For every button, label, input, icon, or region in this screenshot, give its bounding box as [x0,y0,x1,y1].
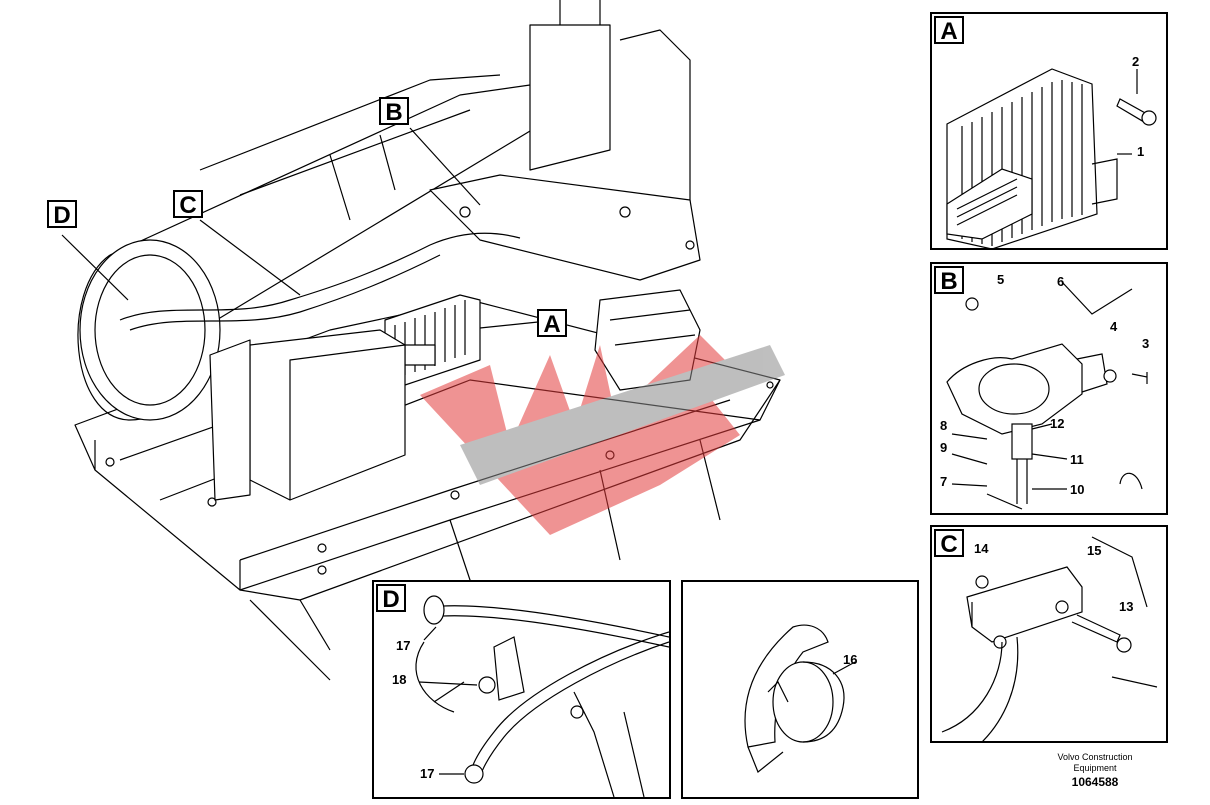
detail-c-letter: C [934,529,964,558]
callout-17-top: 17 [396,638,411,653]
callout-2: 2 [1132,54,1140,69]
detail-b-letter: B [934,266,964,295]
main-label-d: D [47,200,77,229]
detail-d-drawing [415,595,669,797]
detail-panel-c: C 14 15 13 [930,525,1168,743]
callout-4: 4 [1110,319,1118,334]
callout-6: 6 [1057,274,1065,289]
callout-3: 3 [1142,336,1150,351]
callout-1: 1 [1137,144,1145,159]
callout-12: 12 [1050,416,1065,431]
callout-9: 9 [940,440,948,455]
callout-18: 18 [392,672,407,687]
callout-17-bottom: 17 [420,766,435,781]
callout-10: 10 [1070,482,1085,497]
company-name-line2: Equipment [1073,763,1117,773]
main-label-a: A [537,309,567,338]
detail-a-letter: A [934,16,964,45]
callout-16: 16 [843,652,858,667]
callout-8: 8 [940,418,948,433]
detail-panel-d: D 17 18 17 [372,580,671,799]
detail-b-drawing [946,281,1148,510]
drawing-footer: Volvo Construction Equipment 1064588 [1035,752,1155,790]
callout-14: 14 [974,541,989,556]
detail-c-drawing [941,536,1158,741]
callout-5: 5 [997,272,1005,287]
main-label-c: C [173,190,203,219]
main-label-b: B [379,97,409,126]
company-name-line1: Volvo Construction [1057,752,1133,762]
callout-15: 15 [1087,543,1102,558]
detail-panel-16: 16 [681,580,919,799]
callout-13: 13 [1119,599,1134,614]
detail-16-drawing [744,624,856,773]
detail-d-letter: D [376,584,406,613]
detail-panel-a: A 2 1 [930,12,1168,250]
drawing-number: 1064588 [1071,775,1119,789]
callout-11: 11 [1070,452,1084,467]
detail-a-drawing [946,68,1157,248]
detail-panel-b: B 5 6 4 3 8 12 9 11 7 10 [930,262,1168,515]
callout-7: 7 [940,474,948,489]
